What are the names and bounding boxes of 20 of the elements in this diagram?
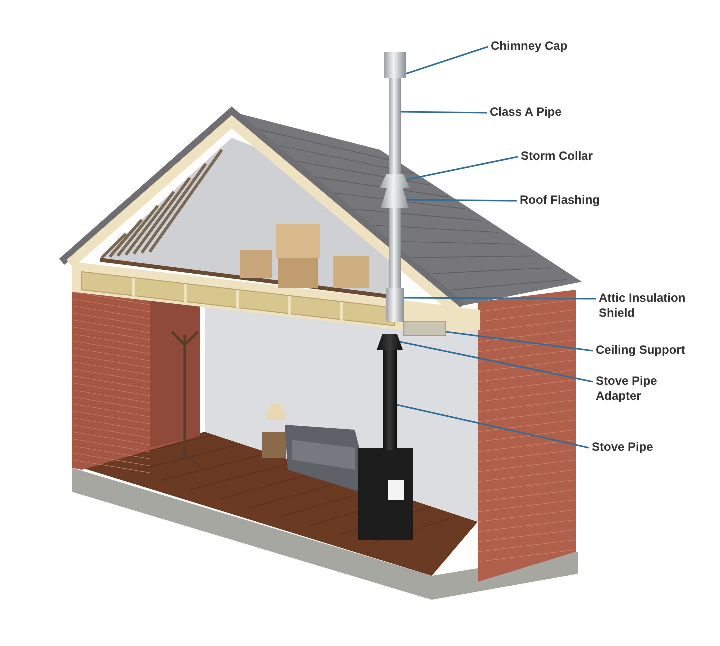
ceiling-support: [404, 322, 446, 336]
pipe-adapter: [377, 334, 403, 350]
leader-line: [396, 404, 590, 449]
leader-line: [400, 341, 594, 383]
part-label: Chimney Cap: [491, 39, 568, 54]
leader-line: [406, 199, 517, 202]
part-label: Ceiling Support: [596, 343, 686, 358]
part-label: Stove Pipe Adapter: [596, 374, 674, 404]
storm-collar: [380, 174, 410, 188]
leader-line: [446, 331, 594, 352]
leader-line: [406, 156, 518, 181]
part-label: Class A Pipe: [490, 105, 562, 120]
part-label: Storm Collar: [521, 149, 594, 164]
leader-line: [401, 111, 487, 114]
part-label: Attic Insulation Shield: [599, 291, 703, 321]
insulation-shield: [386, 288, 404, 322]
part-label: Roof Flashing: [520, 193, 600, 208]
part-label: Stove Pipe: [592, 440, 654, 455]
chimney-cap: [384, 52, 406, 78]
roof-flashing: [381, 188, 409, 208]
